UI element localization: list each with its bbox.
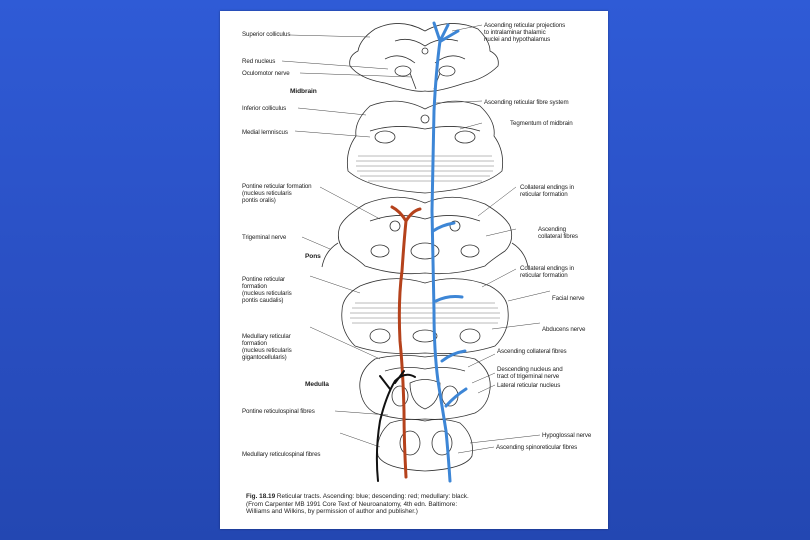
label-medullary-reticular-formation: Medullary reticular formation (nucleus r…: [242, 333, 292, 361]
label-pontine-reticulospinal-fibres: Pontine reticulospinal fibres: [242, 408, 315, 415]
label-abducens-nerve: Abducens nerve: [542, 326, 586, 333]
label-superior-colliculus: Superior colliculus: [242, 31, 291, 38]
label-medulla: Medulla: [305, 381, 329, 388]
label-descending-nucleus-trigeminal: Descending nucleus and tract of trigemin…: [497, 366, 563, 380]
label-red-nucleus: Red nucleus: [242, 58, 276, 65]
label-medullary-reticulospinal-fibres: Medullary reticulospinal fibres: [242, 451, 321, 458]
figure-number: Fig. 18.19: [246, 493, 276, 500]
label-ascending-collateral-fibres-1: Ascending collateral fibres: [538, 226, 578, 240]
label-oculomotor-nerve: Oculomotor nerve: [242, 70, 290, 77]
medullary-tract-line: [375, 373, 416, 482]
label-pontine-reticular-formation-oralis: Pontine reticular formation (nucleus ret…: [242, 183, 312, 204]
reticular-tracts-diagram: [281, 21, 551, 483]
figure-caption: Fig. 18.19 Reticular tracts. Ascending: …: [246, 493, 596, 516]
label-midbrain: Midbrain: [290, 88, 317, 95]
label-pontine-reticular-formation-caudalis: Pontine reticular formation (nucleus ret…: [242, 276, 292, 304]
section-medulla: [359, 355, 491, 420]
ascending-tract-line: [430, 39, 452, 483]
label-ascending-spinoreticular-fibres: Ascending spinoreticular fibres: [496, 444, 578, 451]
label-ascending-reticular-fibre-system: Ascending reticular fibre system: [484, 99, 569, 106]
section-inferior-colliculus: [346, 100, 504, 194]
label-collateral-endings-1: Collateral endings in reticular formatio…: [520, 184, 574, 198]
descending-tract-line: [397, 219, 408, 479]
label-ascending-reticular-projections: Ascending reticular projections to intra…: [484, 22, 566, 43]
label-facial-nerve: Facial nerve: [552, 295, 585, 302]
label-medial-lemniscus: Medial lemniscus: [242, 129, 288, 136]
label-hypoglossal-nerve: Hypoglossal nerve: [542, 432, 592, 439]
label-inferior-colliculus: Inferior colliculus: [242, 105, 287, 112]
label-tegmentum-of-midbrain: Tegmentum of midbrain: [510, 120, 573, 127]
label-collateral-endings-2: Collateral endings in reticular formatio…: [520, 265, 574, 279]
label-pons: Pons: [305, 253, 321, 260]
section-superior-colliculus: [349, 23, 499, 92]
section-spinal-cord: [377, 419, 473, 472]
section-pons-caudalis: [341, 278, 509, 355]
label-lateral-reticular-nucleus: Lateral reticular nucleus: [497, 382, 561, 389]
caption-text: Reticular tracts. Ascending: blue; desce…: [246, 493, 469, 516]
label-ascending-collateral-fibres-2: Ascending collateral fibres: [497, 348, 567, 355]
section-pons-oralis: [337, 196, 513, 275]
label-trigeminal-nerve: Trigeminal nerve: [242, 234, 287, 241]
figure-page: Superior colliculus Red nucleus Oculomot…: [220, 11, 608, 529]
